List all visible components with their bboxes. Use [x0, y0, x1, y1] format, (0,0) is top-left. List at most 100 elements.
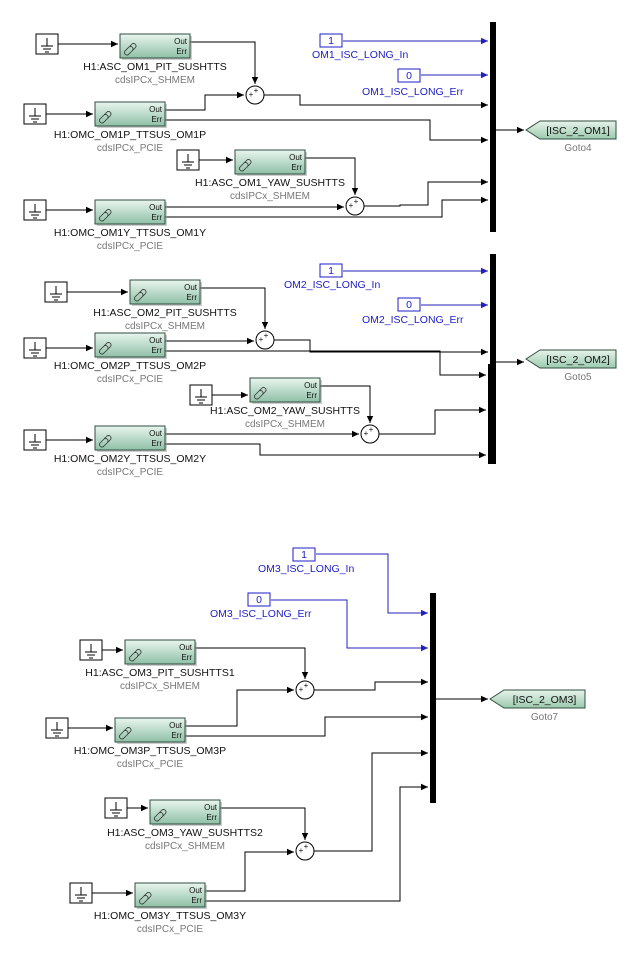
signal-line: [200, 287, 269, 329]
ipc-block-type: cdsIPCx_SHMEM: [145, 841, 225, 852]
err-port-label: Err: [291, 163, 302, 172]
out-port-label: Out: [289, 153, 303, 162]
ground-source-block[interactable]: [23, 103, 47, 125]
err-port-label: Err: [181, 653, 192, 662]
ipc-block[interactable]: OutErrH1:ASC_OM3_YAW_SUSHTTS2cdsIPCx_SHM…: [107, 799, 263, 852]
sum-block[interactable]: ++: [345, 196, 365, 216]
sum-sign: +: [299, 685, 304, 694]
link-icon: [99, 209, 112, 222]
ipc-block-type: cdsIPCx_PCIE: [97, 241, 163, 252]
link-icon: [134, 289, 147, 302]
mux-block[interactable]: [430, 593, 436, 803]
ipc-block-type: cdsIPCx_PCIE: [97, 374, 163, 385]
ground-icon: [182, 154, 194, 169]
sum-sign: +: [264, 331, 269, 340]
sum-block[interactable]: ++: [245, 85, 265, 105]
signal-line: [271, 599, 428, 652]
ground-source-block[interactable]: [69, 882, 93, 904]
ipc-block-title: H1:OMC_OM3P_TTSUS_OM3P: [74, 745, 226, 757]
constant-label: OM3_ISC_LONG_In: [258, 563, 354, 575]
ipc-block-type: cdsIPCx_SHMEM: [245, 419, 325, 430]
ground-source-block[interactable]: [104, 797, 128, 819]
signal-line: [264, 94, 488, 109]
ground-source-block[interactable]: [44, 281, 68, 303]
sum-block[interactable]: ++: [295, 841, 315, 861]
sum-sign: +: [299, 846, 304, 855]
ipc-block-type: cdsIPCx_PCIE: [137, 924, 203, 935]
signal-line: [185, 713, 428, 737]
ipc-block-title: H1:ASC_OM2_PIT_SUSHTTS: [93, 307, 237, 319]
goto-block[interactable]: [ISC_2_OM2]Goto5: [525, 349, 617, 383]
ground-source-block[interactable]: [45, 717, 69, 739]
ground-source-block[interactable]: [35, 33, 59, 55]
ipc-block-type: cdsIPCx_SHMEM: [120, 681, 200, 692]
err-port-label: Err: [151, 213, 162, 222]
ground-source-block[interactable]: [23, 429, 47, 451]
link-icon: [254, 387, 267, 400]
goto-tag: [ISC_2_OM1]: [546, 125, 610, 137]
signal-line: [314, 749, 428, 852]
constant-value: 0: [256, 594, 262, 606]
ground-source-block[interactable]: [189, 384, 213, 406]
mux-block[interactable]: [490, 22, 496, 232]
goto-block[interactable]: [ISC_2_OM1]Goto4: [525, 120, 617, 154]
goto-name: Goto5: [564, 372, 592, 383]
signal-line: [165, 119, 488, 144]
goto-block[interactable]: [ISC_2_OM3] Goto7: [489, 689, 586, 723]
ipc-block[interactable]: OutErrH1:ASC_OM2_YAW_SUSHTTScdsIPCx_SHME…: [210, 377, 360, 430]
goto-tag: [ISC_2_OM3]: [513, 694, 577, 706]
ipc-block-title: H1:ASC_OM1_YAW_SUSHTTS: [195, 177, 345, 189]
sum-sign: +: [304, 681, 309, 690]
goto-name: Goto7: [531, 712, 559, 723]
ipc-block-type: cdsIPCx_SHMEM: [115, 75, 195, 86]
err-port-label: Err: [176, 47, 187, 56]
out-port-label: Out: [149, 429, 163, 438]
constant-value: 1: [328, 265, 334, 277]
ground-icon: [29, 434, 41, 449]
mux-block[interactable]: [488, 254, 496, 464]
sum-sign: +: [349, 201, 354, 210]
ipc-block[interactable]: OutErrH1:ASC_OM1_YAW_SUSHTTScdsIPCx_SHME…: [195, 149, 345, 202]
sum-block[interactable]: ++: [295, 680, 315, 700]
ground-source-block[interactable]: [23, 337, 47, 359]
link-icon: [239, 159, 252, 172]
ground-icon: [51, 722, 63, 737]
signal-line: [364, 178, 488, 207]
signal-line: [316, 553, 428, 617]
signal-line: [165, 350, 486, 379]
link-icon: [129, 649, 142, 662]
ground-source-block[interactable]: [23, 199, 47, 221]
ground-source-block[interactable]: [176, 149, 200, 171]
sum-sign: +: [354, 197, 359, 206]
err-port-label: Err: [151, 115, 162, 124]
ipc-block[interactable]: OutErrH1:ASC_OM2_PIT_SUSHTTScdsIPCx_SHME…: [93, 279, 237, 332]
signal-line: [314, 678, 428, 691]
out-port-label: Out: [189, 886, 203, 895]
ipc-block[interactable]: OutErrH1:ASC_OM1_PIT_SUSHTTScdsIPCx_SHME…: [83, 33, 227, 86]
ground-source-block[interactable]: [79, 639, 103, 661]
sum-block[interactable]: ++: [255, 330, 275, 350]
link-icon: [99, 342, 112, 355]
out-port-label: Out: [169, 721, 183, 730]
constant-label: OM2_ISC_LONG_Err: [362, 314, 464, 326]
sum-block[interactable]: ++: [360, 424, 380, 444]
signal-line: [274, 339, 488, 356]
err-port-label: Err: [186, 293, 197, 302]
constant-value: 0: [406, 299, 412, 311]
ipc-block[interactable]: OutErrH1:ASC_OM3_PIT_SUSHTTS1cdsIPCx_SHM…: [85, 639, 235, 692]
ipc-block-type: cdsIPCx_PCIE: [97, 143, 163, 154]
signal-line: [205, 783, 428, 902]
